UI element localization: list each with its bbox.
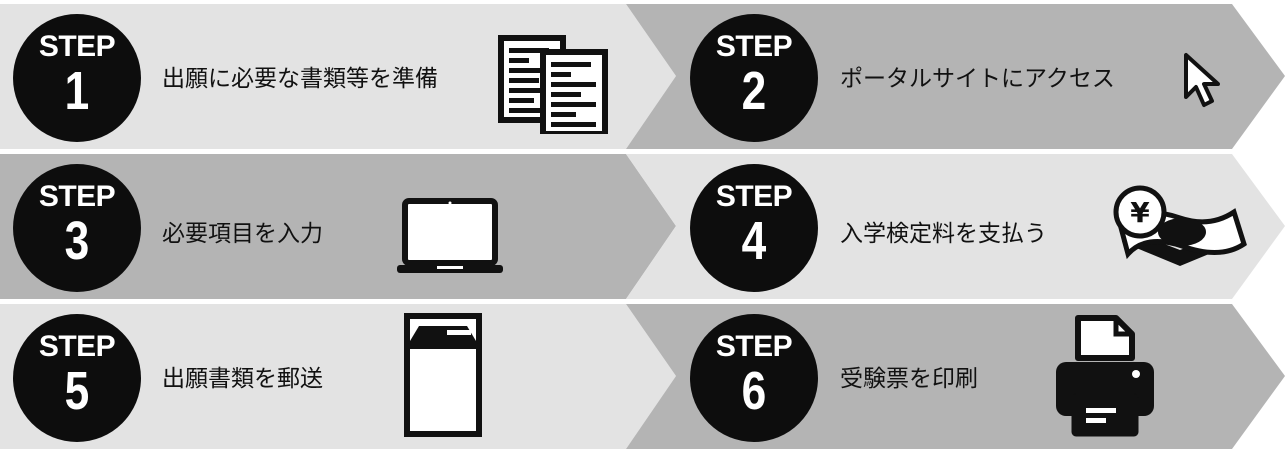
step-2: STEP 2 ポータルサイトにアクセス <box>640 4 1285 149</box>
step-1-label: STEP <box>38 30 116 63</box>
money-icon: ¥ <box>1113 185 1247 266</box>
step-6-number: 6 <box>741 361 767 421</box>
step-5: STEP 5 出願書類を郵送 <box>0 304 640 449</box>
step-3-label: STEP <box>38 180 116 213</box>
step-5-label: STEP <box>38 330 116 363</box>
step-6: STEP 6 受験票を印刷 <box>640 304 1285 449</box>
step-6-badge: STEP 6 <box>690 314 818 442</box>
step-5-number: 5 <box>64 361 90 421</box>
step-4-title: 入学検定料を支払う <box>840 221 1047 247</box>
step-3-title: 必要項目を入力 <box>162 221 323 247</box>
step-row-3: STEP 5 出願書類を郵送 STEP 6 受験票を印刷 <box>0 304 1285 449</box>
step-4-label: STEP <box>715 180 793 213</box>
step-3-badge: STEP 3 <box>13 164 141 292</box>
step-2-title: ポータルサイトにアクセス <box>840 66 1115 92</box>
printer-icon <box>1056 315 1154 437</box>
step-6-title: 受験票を印刷 <box>840 366 978 392</box>
step-1-badge: STEP 1 <box>13 14 141 142</box>
step-4-badge: STEP 4 <box>690 164 818 292</box>
step-row-2: STEP 3 必要項目を入力 STEP 4 入学検定料を支払う ¥ <box>0 154 1285 299</box>
envelope-icon <box>404 313 482 437</box>
step-4-number: 4 <box>741 211 767 271</box>
step-6-label: STEP <box>715 330 793 363</box>
step-3: STEP 3 必要項目を入力 <box>0 154 640 299</box>
step-1-number: 1 <box>64 61 90 121</box>
cursor-icon <box>1184 53 1220 107</box>
step-1-title: 出願に必要な書類等を準備 <box>162 66 438 92</box>
step-1: STEP 1 出願に必要な書類等を準備 <box>0 4 640 149</box>
step-2-number: 2 <box>741 61 767 121</box>
step-5-badge: STEP 5 <box>13 314 141 442</box>
step-row-1: STEP 1 出願に必要な書類等を準備 STEP 2 ポー <box>0 4 1285 149</box>
step-4: STEP 4 入学検定料を支払う ¥ <box>640 154 1285 299</box>
documents-icon <box>498 35 608 134</box>
svg-text:¥: ¥ <box>1130 196 1150 229</box>
step-5-title: 出願書類を郵送 <box>162 366 323 392</box>
step-3-number: 3 <box>64 211 90 271</box>
step-2-badge: STEP 2 <box>690 14 818 142</box>
laptop-icon <box>397 198 503 273</box>
step-2-label: STEP <box>715 30 793 63</box>
